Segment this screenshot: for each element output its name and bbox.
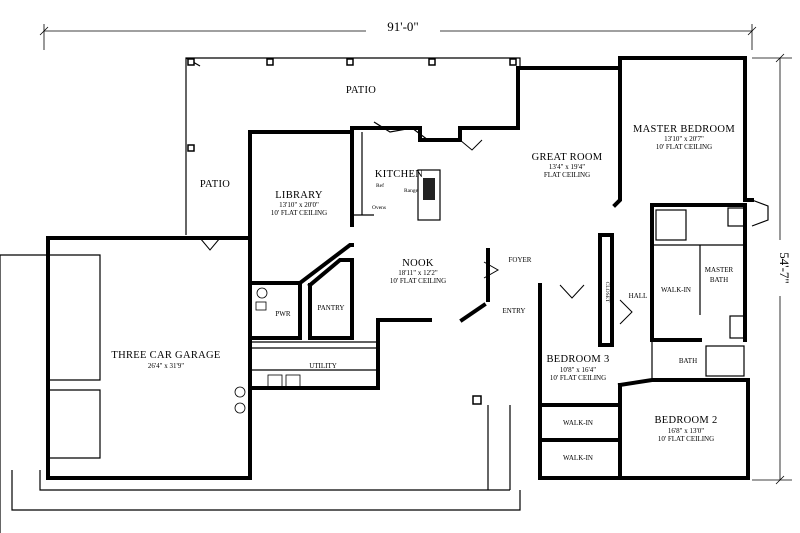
- overall-width-label: 91'-0": [387, 19, 418, 34]
- great-room-ceiling: FLAT CEILING: [544, 171, 590, 179]
- garage-size: 26'4" x 31'9": [148, 362, 184, 370]
- closet-label: CLOSET: [604, 282, 610, 303]
- nook-size: 18'11" x 12'2": [398, 269, 438, 277]
- library-walls: [234, 130, 380, 414]
- master-wing-walls: [612, 56, 769, 380]
- master-bedroom-label: MASTER BEDROOM: [633, 124, 735, 135]
- pantry-label: PANTRY: [318, 304, 345, 312]
- bedroom-wing-walls: [538, 233, 750, 480]
- bedroom2-label: BEDROOM 2: [654, 415, 717, 426]
- kitchen-ovens-label: Ovens: [372, 205, 386, 211]
- master-bath-label-2: BATH: [710, 276, 728, 284]
- walk-in-master-label: WALK-IN: [661, 286, 691, 294]
- patio-left-label: PATIO: [200, 179, 230, 190]
- patio-posts: [187, 58, 517, 405]
- master-bath-label-1: MASTER: [705, 266, 734, 274]
- entry-label: ENTRY: [503, 307, 526, 315]
- kitchen-label: KITCHEN: [375, 169, 423, 180]
- bedroom3-ceiling: 10' FLAT CEILING: [550, 374, 606, 382]
- walk-in-1-label: WALK-IN: [563, 419, 593, 427]
- hall-label: HALL: [629, 292, 648, 300]
- bedroom2-size: 16'8" x 13'0": [668, 427, 704, 435]
- overall-depth-label: 54'-7": [777, 252, 792, 283]
- library-ceiling: 10' FLAT CEILING: [271, 209, 327, 217]
- kitchen-range-label: Range: [404, 188, 419, 194]
- right-dimension-line: 54'-7": [752, 53, 792, 485]
- great-room-size: 13'4" x 19'4": [549, 163, 585, 171]
- bedroom3-size: 10'8" x 16'4": [560, 366, 596, 374]
- kitchen-walls: [350, 66, 622, 221]
- pwr-label: PWR: [275, 310, 291, 318]
- master-bedroom-ceiling: 10' FLAT CEILING: [656, 143, 712, 151]
- master-bedroom-size: 13'10" x 20'7": [664, 135, 704, 143]
- great-room-label: GREAT ROOM: [532, 152, 603, 163]
- bedroom3-label: BEDROOM 3: [546, 354, 609, 365]
- foyer-label: FOYER: [509, 256, 532, 264]
- patio-top-label: PATIO: [346, 85, 376, 96]
- top-dimension-line: 91'-0": [39, 17, 757, 50]
- nook-label: NOOK: [402, 258, 434, 269]
- kitchen-ref-label: Ref: [376, 182, 384, 189]
- bedroom2-ceiling: 10' FLAT CEILING: [658, 435, 714, 443]
- garage-label: THREE CAR GARAGE: [111, 350, 220, 361]
- room-labels: PATIO PATIO KITCHEN Ref Range Ovens GREA…: [111, 85, 735, 462]
- bath-label: BATH: [679, 357, 697, 365]
- walk-in-2-label: WALK-IN: [563, 454, 593, 462]
- nook-ceiling: 10' FLAT CEILING: [390, 277, 446, 285]
- site-outline: [0, 254, 521, 533]
- library-size: 13'10" x 20'0": [279, 201, 319, 209]
- utility-label: UTILITY: [309, 362, 337, 370]
- garage-walls: [46, 236, 252, 480]
- library-label: LIBRARY: [275, 190, 323, 201]
- nook-walls: [376, 248, 500, 323]
